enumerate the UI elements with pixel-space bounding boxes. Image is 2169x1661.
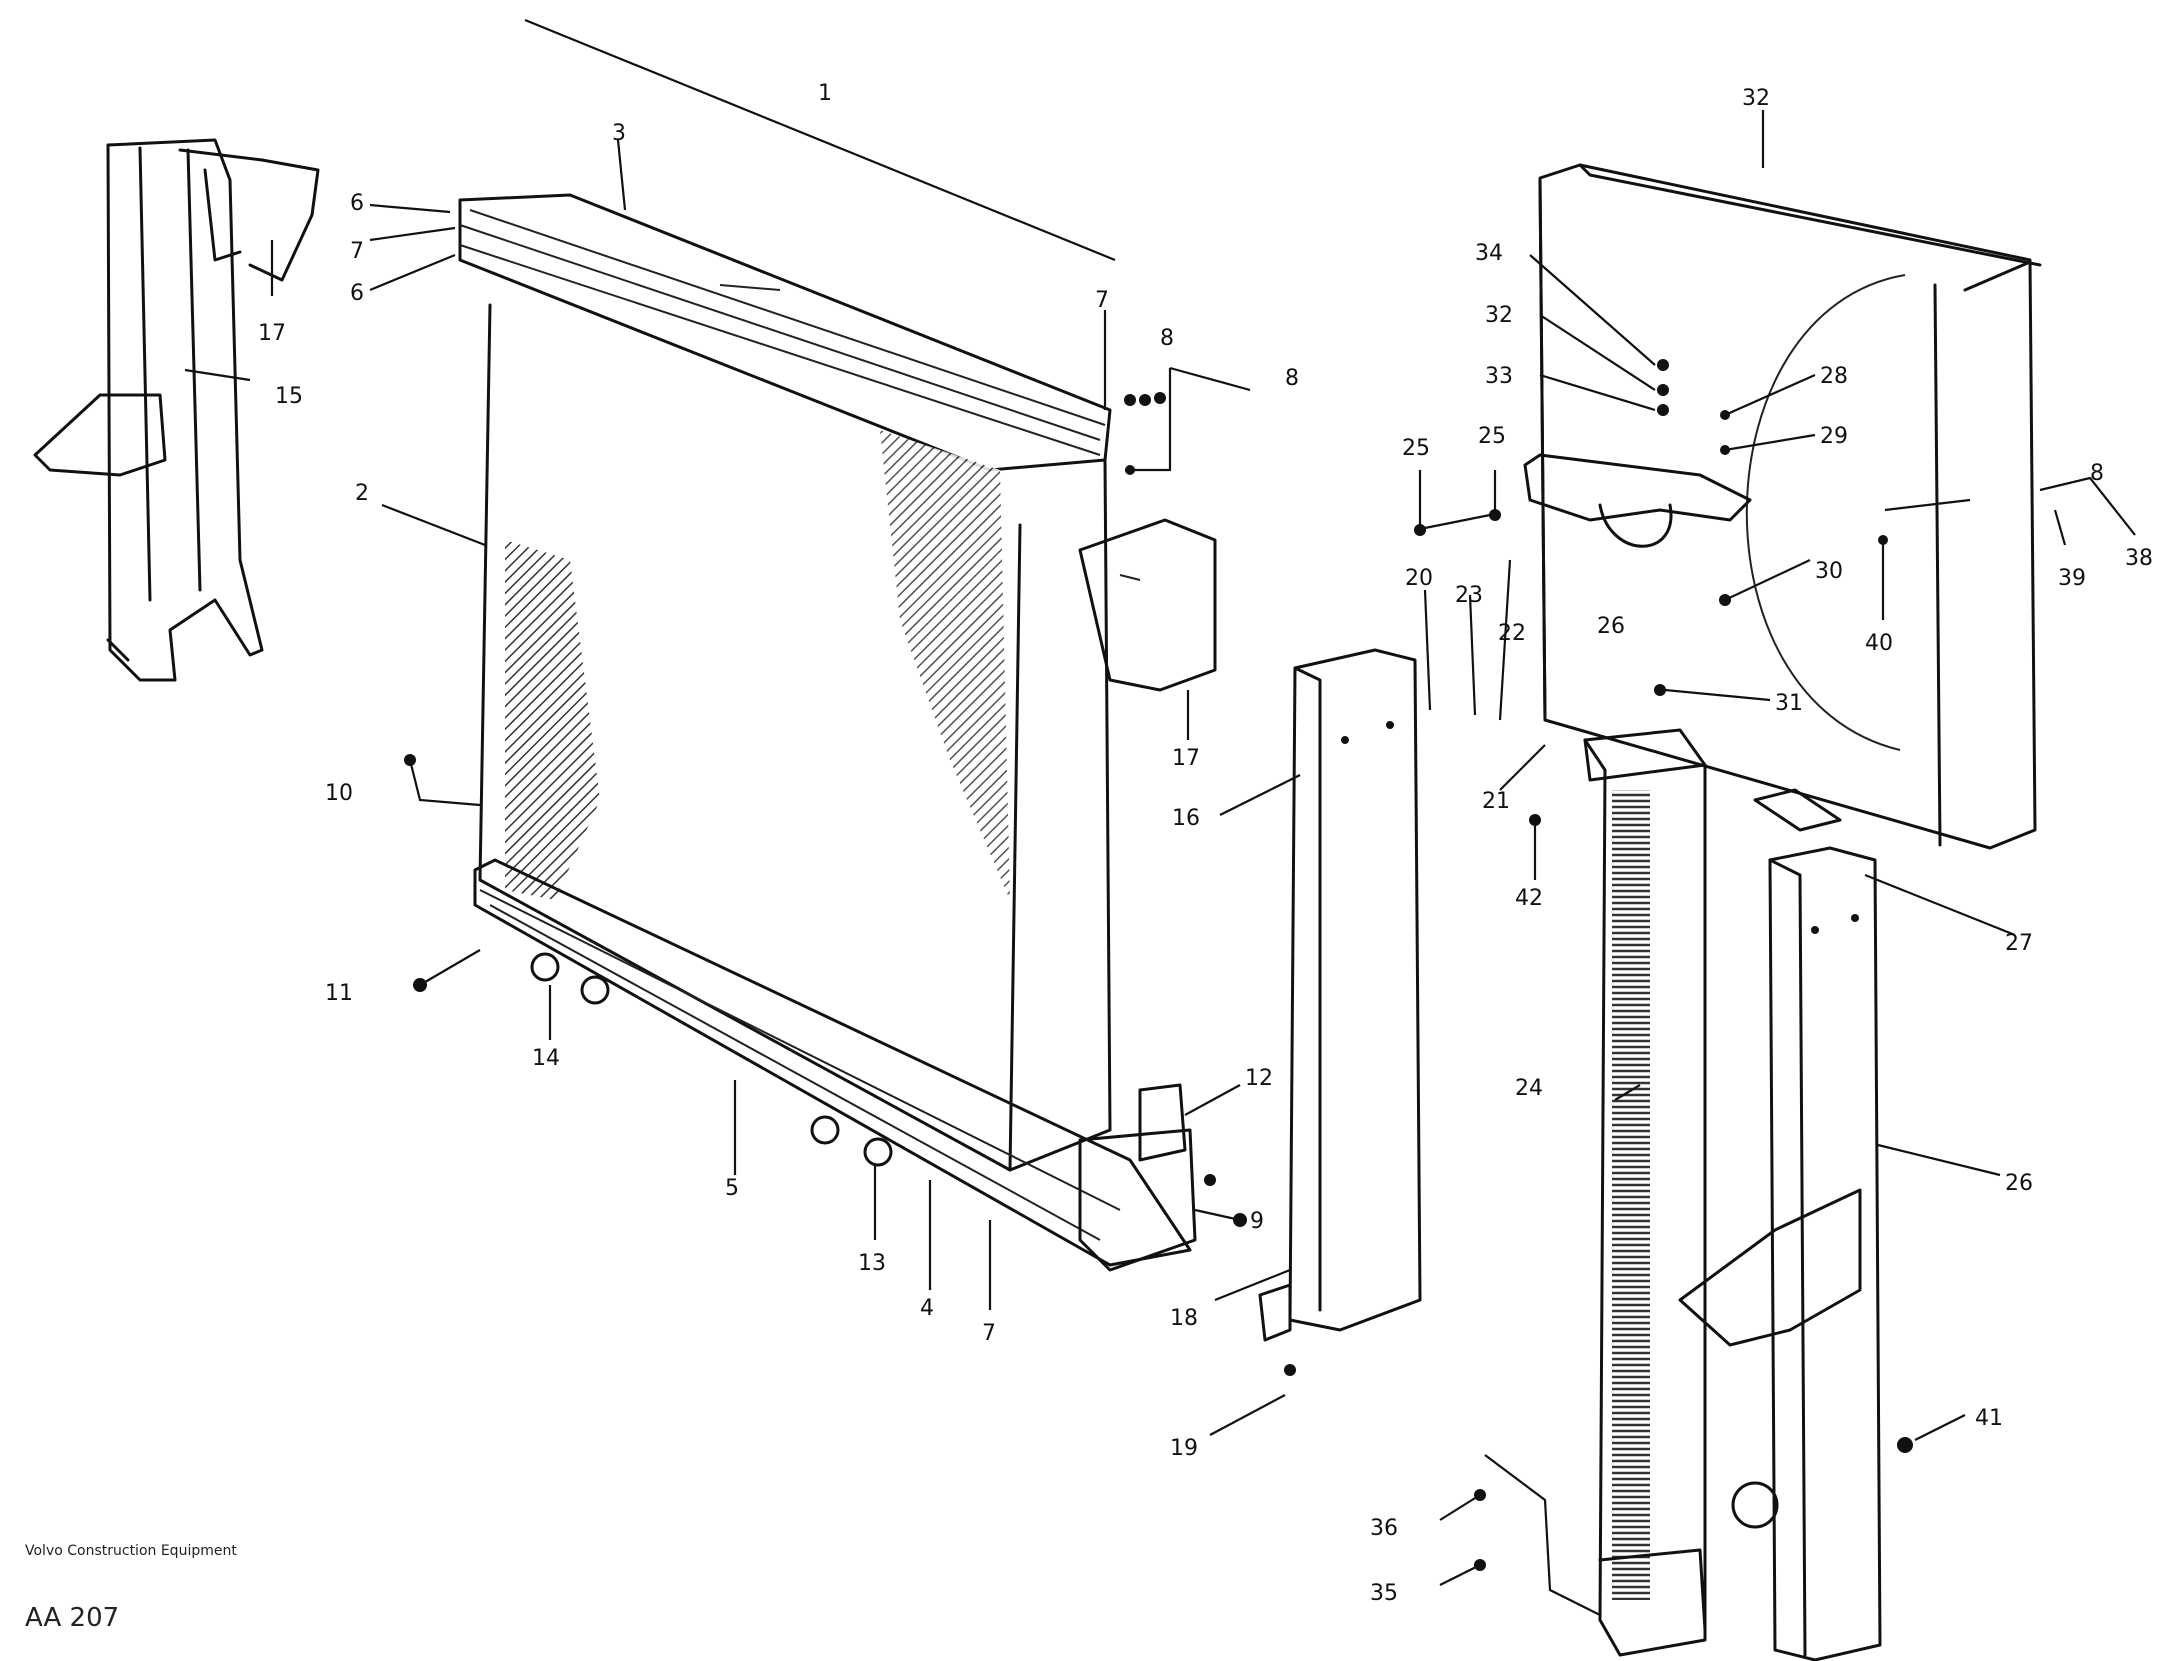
center-support-post — [1258, 648, 1422, 1342]
callout-labels: 1 3 6 7 6 17 15 2 7 8 8 10 11 14 5 13 4 … — [258, 81, 2153, 1606]
callout-14: 14 — [532, 1046, 560, 1071]
callout-32: 32 — [1742, 86, 1770, 111]
callout-40: 40 — [1865, 631, 1893, 656]
callout-26: 26 — [1597, 614, 1625, 639]
radiator-core — [458, 193, 1217, 1272]
callout-35: 35 — [1370, 1581, 1398, 1606]
callout-22: 22 — [1498, 621, 1526, 646]
callout-7: 7 — [1095, 288, 1109, 313]
callout-5: 5 — [725, 1176, 739, 1201]
callout-38: 38 — [2125, 546, 2153, 571]
callout-34: 34 — [1475, 241, 1503, 266]
callout-25: 25 — [1478, 424, 1506, 449]
leader-lines — [184, 18, 2136, 1616]
callout-18: 18 — [1170, 1306, 1198, 1331]
callout-39: 39 — [2058, 566, 2086, 591]
callout-20: 20 — [1405, 566, 1433, 591]
callout-33: 33 — [1485, 364, 1513, 389]
side-bracket-left — [33, 138, 320, 682]
callout-10: 10 — [325, 781, 353, 806]
callout-17: 17 — [258, 321, 286, 346]
callout-8: 8 — [1285, 366, 1299, 391]
callout-6: 6 — [350, 281, 364, 306]
callout-8: 8 — [2090, 461, 2104, 486]
callout-25: 25 — [1402, 436, 1430, 461]
callout-6: 6 — [350, 191, 364, 216]
hardware-fasteners — [404, 359, 1913, 1571]
callout-8: 8 — [1160, 326, 1174, 351]
callout-30: 30 — [1815, 559, 1843, 584]
callout-3: 3 — [612, 121, 626, 146]
callout-27: 27 — [2005, 931, 2033, 956]
callout-9: 9 — [1250, 1209, 1264, 1234]
callout-7: 7 — [982, 1321, 996, 1346]
fan-shroud — [1523, 163, 2042, 850]
drawing-code: AA 207 — [25, 1603, 119, 1633]
callout-23: 23 — [1455, 583, 1483, 608]
callout-24: 24 — [1515, 1076, 1543, 1101]
footer-credits: Volvo Construction Equipment AA 207 — [25, 1543, 237, 1633]
callout-42: 42 — [1515, 886, 1543, 911]
callout-13: 13 — [858, 1251, 886, 1276]
callout-1: 1 — [818, 81, 832, 106]
callout-15: 15 — [275, 384, 303, 409]
callout-19: 19 — [1170, 1436, 1198, 1461]
callout-17: 17 — [1172, 746, 1200, 771]
callout-36: 36 — [1370, 1516, 1398, 1541]
callout-12: 12 — [1245, 1066, 1273, 1091]
callout-32: 32 — [1485, 303, 1513, 328]
callout-28: 28 — [1820, 364, 1848, 389]
callout-11: 11 — [325, 981, 353, 1006]
callout-16: 16 — [1172, 806, 1200, 831]
callout-26: 26 — [2005, 1171, 2033, 1196]
right-support-post — [1678, 788, 1882, 1661]
footer-line-1: Volvo Construction Equipment — [25, 1543, 237, 1559]
callout-31: 31 — [1775, 691, 1803, 716]
oil-cooler — [1583, 728, 1779, 1657]
callout-7: 7 — [350, 239, 364, 264]
callout-41: 41 — [1975, 1406, 2003, 1431]
callout-4: 4 — [920, 1296, 934, 1321]
callout-21: 21 — [1482, 789, 1510, 814]
callout-2: 2 — [355, 481, 369, 506]
callout-29: 29 — [1820, 424, 1848, 449]
